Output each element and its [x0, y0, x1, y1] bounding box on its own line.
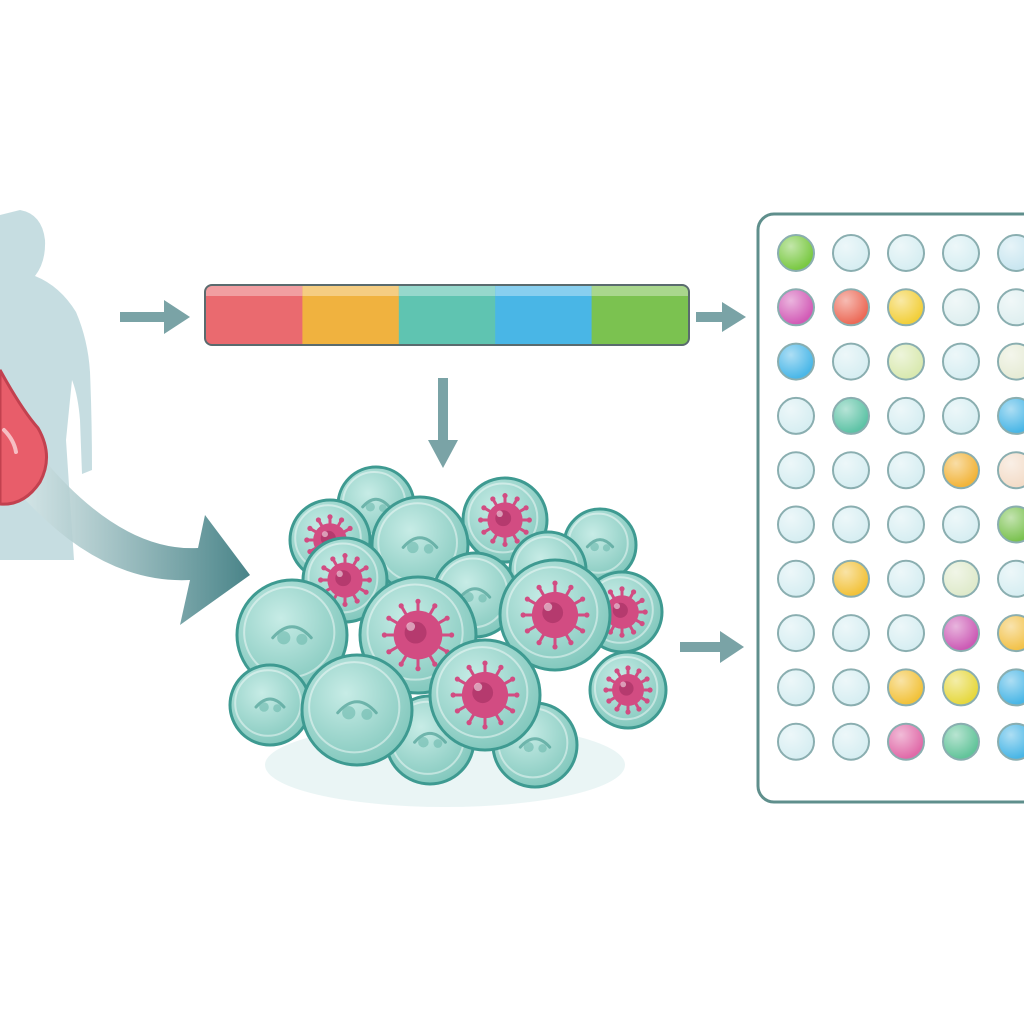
plate-well — [997, 614, 1024, 653]
well-plate — [756, 212, 1024, 804]
plate-well — [777, 451, 815, 490]
cell-icon — [498, 558, 612, 672]
plate-well — [997, 288, 1024, 327]
virus-icon — [478, 493, 532, 547]
virus-icon — [603, 665, 653, 715]
plate-well — [942, 342, 980, 381]
plate-well — [997, 505, 1024, 544]
plate-well — [832, 288, 870, 327]
sample-bar-segment — [591, 286, 688, 344]
cell-nucleus — [458, 587, 492, 599]
sample-bar-highlight — [302, 286, 399, 296]
cell-icon — [588, 650, 668, 730]
virus-icon — [318, 553, 372, 607]
plate-well — [997, 722, 1024, 761]
plate-well — [887, 614, 925, 653]
plate-well — [942, 722, 980, 761]
sample-bar-segment — [495, 286, 593, 344]
cell-nucleus — [271, 625, 313, 640]
plate-well — [777, 288, 815, 327]
plate-well — [832, 234, 870, 272]
plate-well — [832, 668, 870, 707]
plate-well — [942, 559, 980, 598]
plate-well — [832, 722, 870, 761]
plate-well — [887, 668, 925, 707]
large-curved-arrow — [0, 455, 250, 625]
plate-well — [887, 342, 925, 381]
plate-well — [997, 451, 1024, 490]
plate-well — [997, 342, 1024, 381]
sample-bar-highlight — [206, 286, 303, 296]
cell-icon — [228, 663, 312, 747]
plate-well — [832, 342, 870, 381]
plate-well — [942, 668, 980, 707]
cell-nucleus — [254, 697, 286, 709]
cell-nucleus — [413, 731, 447, 744]
sample-bar-segment — [302, 286, 400, 344]
plate-well — [777, 396, 815, 435]
plate-well — [777, 234, 815, 272]
plate-well — [887, 396, 925, 435]
plate-well — [832, 505, 870, 544]
plate-well — [997, 668, 1024, 707]
plate-well — [887, 722, 925, 761]
arrow-bar-to-cells — [428, 378, 458, 468]
cell-nucleus — [518, 737, 552, 749]
virus-icon — [520, 580, 590, 650]
plate-well — [777, 614, 815, 653]
sample-bar-highlight — [591, 286, 688, 296]
plate-well — [887, 234, 925, 272]
plate-well — [942, 234, 980, 272]
plate-well — [942, 396, 980, 435]
plate-well — [832, 559, 870, 598]
virus-icon — [450, 660, 520, 730]
cell-icon — [428, 638, 542, 752]
cell-nucleus — [585, 538, 615, 549]
flow-arrows — [120, 300, 746, 663]
arrow-cells-to-plate — [680, 631, 744, 663]
cell-nucleus — [336, 700, 378, 715]
plate-well — [997, 396, 1024, 435]
plate-well — [942, 451, 980, 490]
plate-well — [887, 505, 925, 544]
sample-bar-highlight — [495, 286, 592, 296]
sample-bar-segment — [206, 286, 303, 344]
plate-well — [942, 505, 980, 544]
plate-well — [777, 505, 815, 544]
sample-bar-highlight — [398, 286, 496, 296]
plate-well — [887, 288, 925, 327]
plate-well — [997, 559, 1024, 598]
plate-well — [832, 614, 870, 653]
blood-drop-icon — [0, 369, 48, 506]
virus-icon — [381, 598, 455, 672]
sample-color-bar — [204, 284, 690, 346]
plate-well — [887, 559, 925, 598]
plate-well — [777, 342, 815, 381]
plate-well — [887, 451, 925, 490]
plate-well — [942, 288, 980, 327]
cell-nucleus — [401, 536, 439, 549]
plate-well — [942, 614, 980, 653]
arrow-person-to-bar — [120, 300, 190, 334]
sample-bar-segment — [398, 286, 496, 344]
plate-well — [997, 234, 1024, 272]
plate-well — [777, 668, 815, 707]
plate-well — [777, 722, 815, 761]
plate-well — [832, 396, 870, 435]
cell-icon — [300, 653, 414, 767]
plate-well — [777, 559, 815, 598]
cell-nucleus — [361, 497, 391, 509]
cell-cluster — [228, 465, 668, 807]
arrow-bar-to-plate — [696, 302, 746, 332]
plate-well — [832, 451, 870, 490]
